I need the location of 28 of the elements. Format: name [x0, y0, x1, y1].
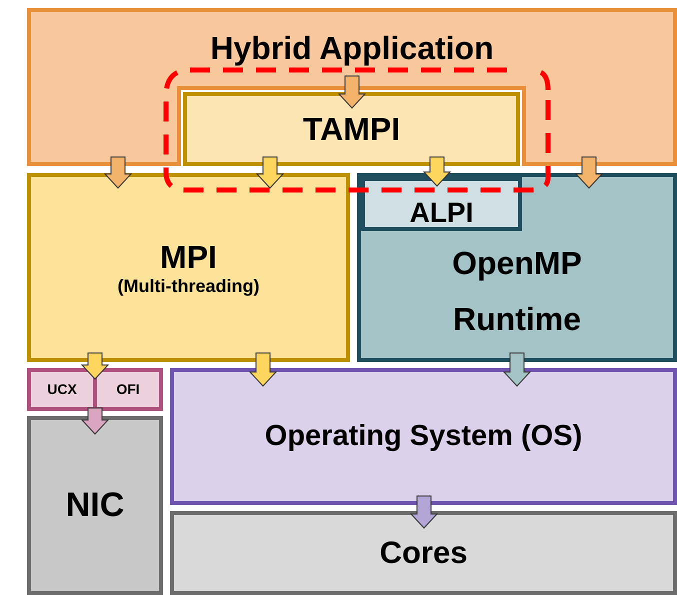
- layer-label: Hybrid Application: [210, 30, 494, 67]
- layer-label: OpenMP Runtime: [451, 244, 583, 338]
- layer-label: NIC: [66, 486, 124, 526]
- library-box: [183, 92, 520, 166]
- os-layer-box: [170, 368, 677, 505]
- layer-label: OFI: [116, 381, 140, 398]
- block-arrow: [80, 352, 110, 380]
- layer-label: Operating System (OS): [264, 420, 582, 454]
- library-box: [27, 173, 350, 362]
- block-arrow: [410, 496, 438, 529]
- block-arrow: [80, 408, 110, 435]
- layer-label: MPI: [160, 238, 217, 276]
- block-arrow: [338, 76, 366, 109]
- runtime-box: [357, 173, 677, 362]
- hardware-box: [170, 511, 677, 595]
- block-arrow: [248, 352, 278, 387]
- hardware-box: [27, 416, 163, 595]
- block-arrow: [502, 352, 532, 387]
- layer-label: Cores: [380, 535, 468, 571]
- layer-label: ALPI: [410, 199, 474, 227]
- layer-label: TAMPI: [302, 110, 400, 148]
- application-layer-box: [27, 8, 677, 166]
- block-arrow: [574, 156, 604, 189]
- layer-subtitle: (Multi-threading): [118, 276, 260, 296]
- block-arrow: [256, 156, 284, 189]
- layer-label: UCX: [47, 381, 77, 398]
- block-arrow: [422, 156, 452, 187]
- block-arrow: [104, 156, 132, 189]
